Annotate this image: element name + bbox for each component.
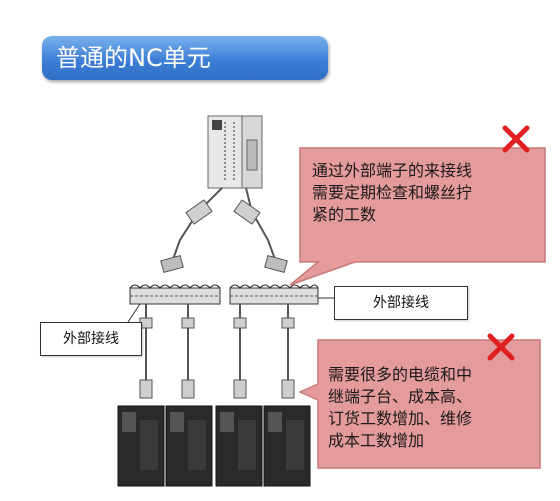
external-wiring-label-right-text: 外部接线 [373, 295, 429, 311]
terminal-block-right [229, 284, 319, 305]
connector-icon [233, 199, 261, 225]
cable-connectors [139, 317, 295, 399]
controller-unit [207, 115, 263, 189]
servo-drive [263, 405, 311, 487]
leader-line [127, 303, 141, 323]
controller-cables [171, 187, 277, 263]
connector-icon [264, 255, 288, 273]
title-text: 普通的NC单元 [56, 44, 211, 72]
title-banner: 普通的NC单元 [42, 36, 328, 80]
external-wiring-label-left-text: 外部接线 [63, 331, 119, 347]
cross-icon-bottom [487, 333, 515, 361]
servo-drive [165, 405, 213, 487]
callout-bottom-shape [298, 339, 541, 469]
terminal-block-left [129, 284, 221, 305]
callout-top-text: 通过外部端子的来接线 需要定期检查和螺丝拧 紧的工数 [312, 161, 473, 224]
callout-top-shape [289, 147, 546, 286]
servo-drive [117, 405, 165, 487]
connector-icon [160, 255, 184, 273]
servo-drive [215, 405, 263, 487]
external-wiring-label-right: 外部接线 [334, 286, 468, 320]
connector-icon [185, 199, 213, 225]
cross-icon-top [502, 125, 530, 153]
callout-bottom-text: 需要很多的电缆和中 继端子台、成本高、 订货工数增加、维修 成本工数增加 [328, 365, 473, 450]
drive-cables [145, 304, 289, 382]
external-wiring-label-left: 外部接线 [40, 322, 142, 356]
